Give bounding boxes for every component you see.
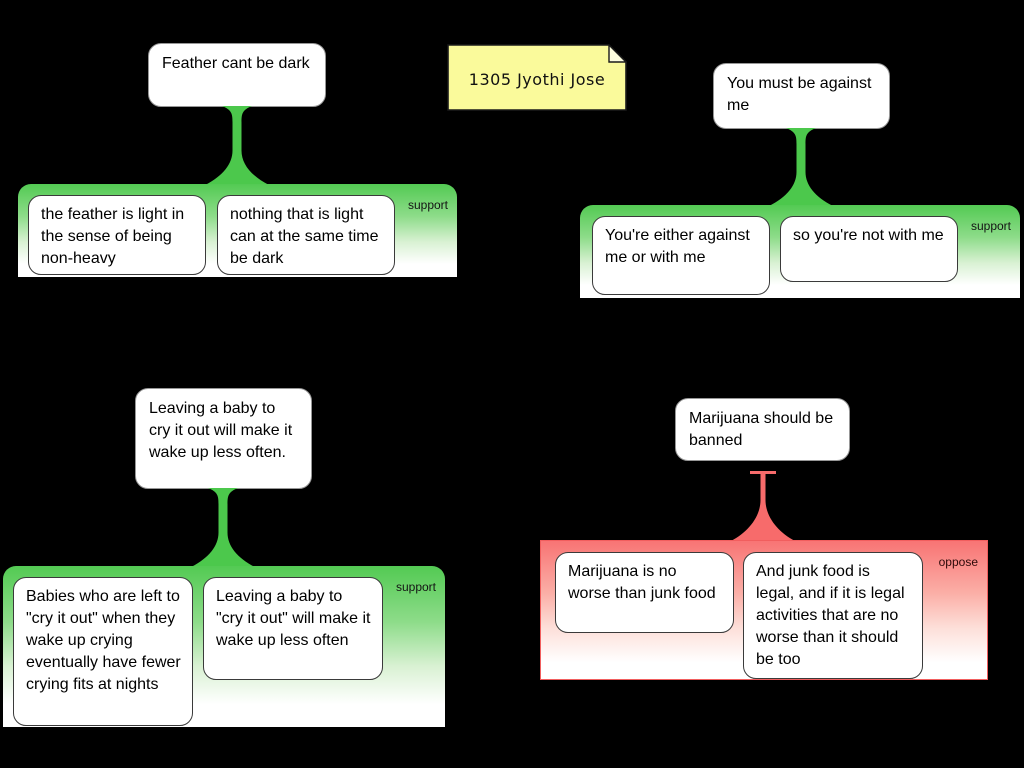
premise-node[interactable]: nothing that is light can at the same ti…	[217, 195, 395, 275]
premise-node[interactable]: Babies who are left to "cry it out" when…	[13, 577, 193, 726]
premise-node[interactable]: You're either against me or with me	[592, 216, 770, 295]
relation-label: oppose	[938, 555, 978, 569]
support-connector	[205, 106, 269, 185]
claim-node-against[interactable]: You must be against me	[713, 63, 890, 129]
support-group-baby[interactable]: Babies who are left to "cry it out" when…	[3, 566, 445, 727]
sticky-note[interactable]: 1305 Jyothi Jose	[447, 44, 627, 111]
premise-node[interactable]: so you're not with me	[780, 216, 958, 282]
claim-node-baby[interactable]: Leaving a baby to cry it out will make i…	[135, 388, 312, 489]
oppose-connector	[731, 474, 795, 541]
support-connector	[191, 488, 255, 567]
oppose-bar	[750, 471, 776, 474]
support-group-against[interactable]: You're either against me or with me so y…	[580, 205, 1020, 298]
relation-label: support	[970, 219, 1011, 233]
relation-label: support	[407, 198, 448, 212]
claim-node-feather[interactable]: Feather cant be dark	[148, 43, 326, 107]
relation-label: support	[395, 580, 436, 594]
premise-node[interactable]: Leaving a baby to "cry it out" will make…	[203, 577, 383, 680]
sticky-note-shape	[447, 44, 627, 111]
sticky-note-text: 1305 Jyothi Jose	[468, 70, 606, 89]
oppose-group-marijuana[interactable]: Marijuana is no worse than junk food And…	[540, 540, 988, 680]
premise-node[interactable]: the feather is light in the sense of bei…	[28, 195, 206, 275]
premise-node[interactable]: And junk food is legal, and if it is leg…	[743, 552, 923, 679]
support-connector	[769, 128, 833, 206]
support-group-feather[interactable]: the feather is light in the sense of bei…	[18, 184, 457, 277]
premise-node[interactable]: Marijuana is no worse than junk food	[555, 552, 734, 633]
claim-node-marijuana[interactable]: Marijuana should be banned	[675, 398, 850, 461]
